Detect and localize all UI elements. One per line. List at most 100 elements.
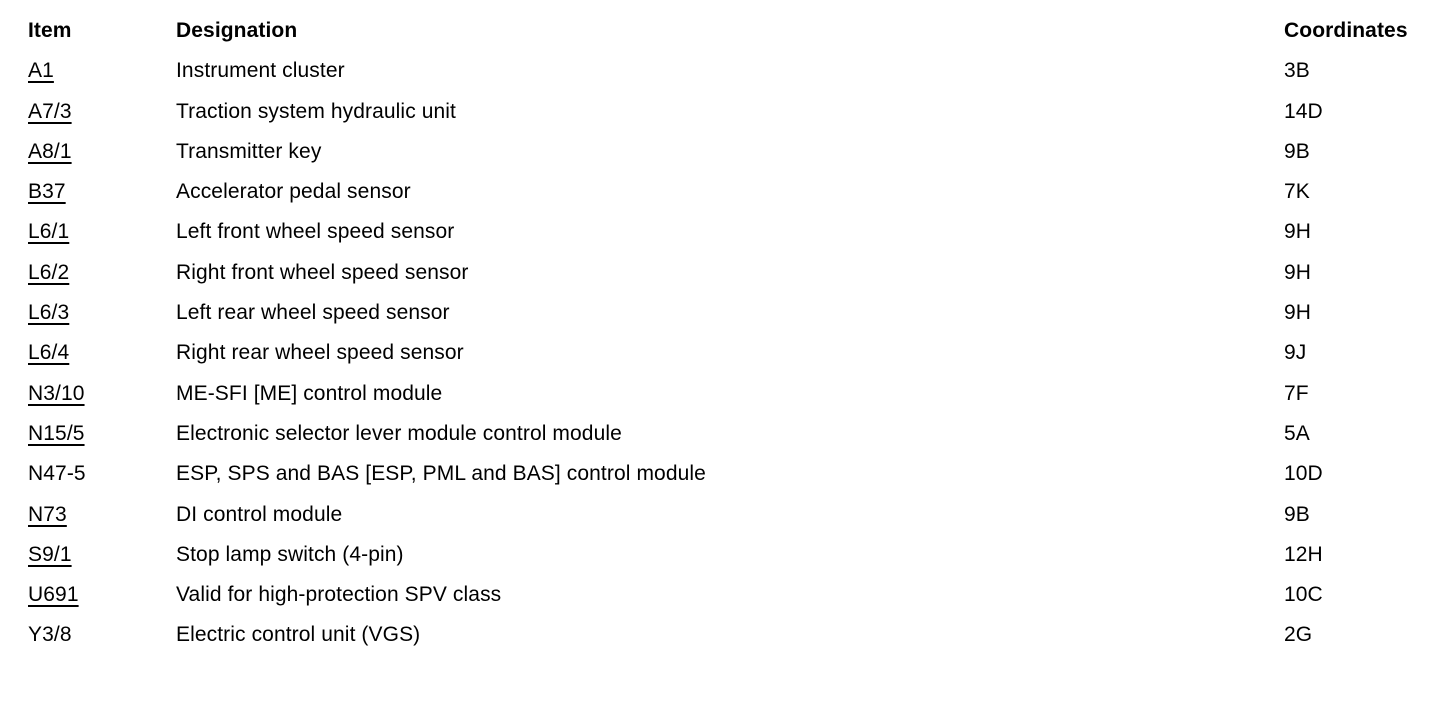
cell-designation: Left rear wheel speed sensor [148,293,1262,333]
designation-text: ME-SFI [ME] control module [176,381,443,405]
cell-designation: Transmitter key [148,132,1262,172]
table-row: L6/3 Left rear wheel speed sensor 9H [0,293,1456,333]
table-row: S9/1 Stop lamp switch (4-pin) 12H [0,535,1456,575]
cell-coordinates: 14D [1262,92,1456,132]
cell-designation: DI control module [148,495,1262,535]
cell-coordinates: 10D [1262,454,1456,494]
table-row: N15/5 Electronic selector lever module co… [0,414,1456,454]
coordinate-text: 10C [1284,583,1323,607]
coordinate-text: 12H [1284,542,1323,566]
cell-designation: ESP, SPS and BAS [ESP, PML and BAS] cont… [148,454,1262,494]
cell-item: N47-5 [0,454,148,494]
item-code-link[interactable]: N15/5 [28,421,85,445]
item-code-link[interactable]: U691 [28,583,79,607]
coordinate-text: 9B [1284,502,1310,526]
coordinate-text: 14D [1284,99,1323,123]
item-code-link[interactable]: L6/2 [28,260,70,284]
designation-text: Traction system hydraulic unit [176,99,456,123]
table-body: A1 Instrument cluster 3B A7/3 Traction syste… [0,51,1456,655]
designation-text: DI control module [176,502,343,526]
coordinate-text: 2G [1284,623,1313,647]
cell-item: N73 [0,495,148,535]
cell-designation: Electronic selector lever module control… [148,414,1262,454]
cell-item: A8/1 [0,132,148,172]
coordinate-text: 7K [1284,180,1310,204]
cell-coordinates: 10C [1262,575,1456,615]
table-row: A7/3 Traction system hydraulic unit 14D [0,92,1456,132]
table-row: Y3/8 Electric control unit (VGS) 2G [0,615,1456,655]
cell-item: L6/2 [0,253,148,293]
column-header-item: Item [28,19,72,42]
cell-coordinates: 9H [1262,212,1456,252]
cell-item: S9/1 [0,535,148,575]
table-header: Item Designation Coordinates [0,0,1456,51]
table-row: L6/4 Right rear wheel speed sensor 9J [0,333,1456,373]
cell-coordinates: 9B [1262,495,1456,535]
designation-text: Transmitter key [176,139,322,163]
cell-coordinates: 2G [1262,615,1456,655]
designation-text: Electronic selector lever module control… [176,421,622,445]
table-row: N73 DI control module 9B [0,495,1456,535]
designation-text: Right rear wheel speed sensor [176,341,464,365]
cell-coordinates: 7F [1262,374,1456,414]
cell-designation: Left front wheel speed sensor [148,212,1262,252]
item-code-link[interactable]: L6/1 [28,220,70,244]
cell-item: U691 [0,575,148,615]
table-row: L6/1 Left front wheel speed sensor 9H [0,212,1456,252]
coordinate-text: 9J [1284,341,1307,365]
designation-text: Stop lamp switch (4-pin) [176,542,404,566]
designation-text: Valid for high-protection SPV class [176,583,502,607]
cell-item: Y3/8 [0,615,148,655]
coordinate-text: 9H [1284,301,1312,325]
cell-designation: Instrument cluster [148,51,1262,91]
table-row: N47-5 ESP, SPS and BAS [ESP, PML and BAS]… [0,454,1456,494]
cell-item: L6/1 [0,212,148,252]
item-code-link[interactable]: N3/10 [28,381,85,405]
cell-item: N3/10 [0,374,148,414]
item-code-link[interactable]: N73 [28,502,67,526]
cell-coordinates: 3B [1262,51,1456,91]
cell-designation: Stop lamp switch (4-pin) [148,535,1262,575]
table-row: U691 Valid for high-protection SPV class 1… [0,575,1456,615]
cell-item: A1 [0,51,148,91]
designation-text: ESP, SPS and BAS [ESP, PML and BAS] cont… [176,462,706,486]
designation-text: Left front wheel speed sensor [176,220,455,244]
item-code-link[interactable]: A1 [28,59,54,83]
cell-designation: Electric control unit (VGS) [148,615,1262,655]
cell-designation: ME-SFI [ME] control module [148,374,1262,414]
column-header-designation: Designation [176,19,298,42]
cell-coordinates: 5A [1262,414,1456,454]
coordinate-text: 3B [1284,59,1310,83]
item-code-link[interactable]: B37 [28,180,66,204]
coordinate-text: 9H [1284,220,1312,244]
cell-item: L6/4 [0,333,148,373]
coordinate-text: 5A [1284,421,1310,445]
item-code-link[interactable]: A7/3 [28,99,72,123]
item-code-link[interactable]: S9/1 [28,542,72,566]
item-code: N47-5 [28,462,86,486]
table-header-row: Item Designation Coordinates [0,0,1456,51]
cell-coordinates: 7K [1262,172,1456,212]
table-row: A1 Instrument cluster 3B [0,51,1456,91]
cell-item: N15/5 [0,414,148,454]
component-legend-table: Item Designation Coordinates A1 Instrumen… [0,0,1456,655]
item-code-link[interactable]: L6/3 [28,301,70,325]
designation-text: Electric control unit (VGS) [176,623,421,647]
coordinate-text: 9H [1284,260,1312,284]
cell-designation: Traction system hydraulic unit [148,92,1262,132]
designation-text: Left rear wheel speed sensor [176,301,450,325]
item-code-link[interactable]: L6/4 [28,341,70,365]
column-header-coordinates: Coordinates [1284,19,1408,42]
cell-coordinates: 9H [1262,253,1456,293]
cell-item: B37 [0,172,148,212]
item-code-link[interactable]: A8/1 [28,139,72,163]
item-code: Y3/8 [28,623,72,647]
cell-designation: Valid for high-protection SPV class [148,575,1262,615]
coordinate-text: 7F [1284,381,1309,405]
coordinate-text: 10D [1284,462,1323,486]
designation-text: Instrument cluster [176,59,345,83]
